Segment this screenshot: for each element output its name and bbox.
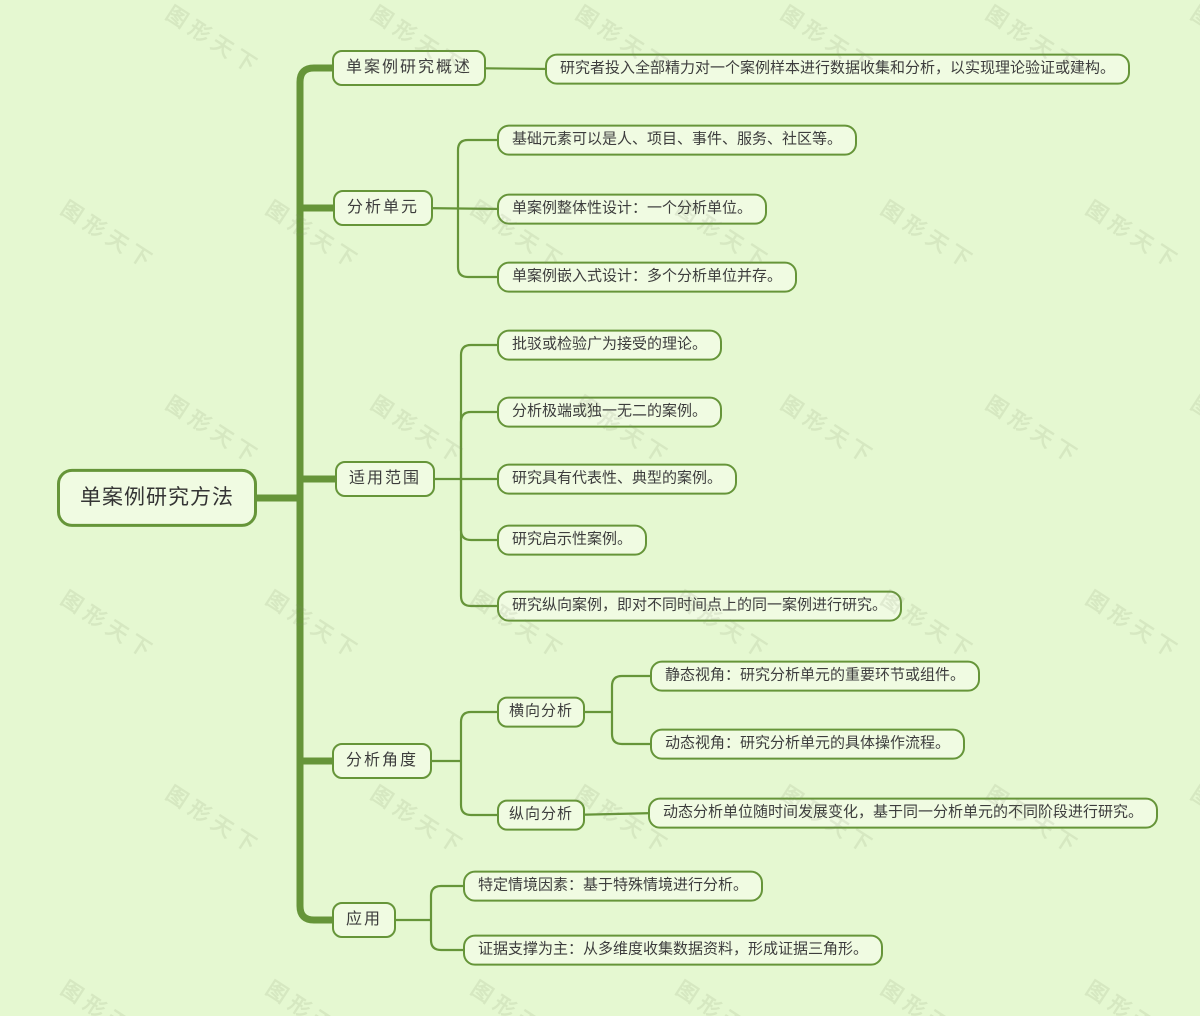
root-node[interactable]: 单案例研究方法	[57, 468, 257, 528]
leaf-node[interactable]: 单案例整体性设计：一个分析单位。	[497, 193, 768, 225]
leaf-node[interactable]: 单案例嵌入式设计：多个分析单位并存。	[497, 261, 798, 293]
leaf-node[interactable]: 研究具有代表性、典型的案例。	[497, 463, 738, 495]
leaf-node[interactable]: 研究者投入全部精力对一个案例样本进行数据收集和分析，以实现理论验证或建构。	[545, 53, 1131, 85]
branch-node-overview[interactable]: 单案例研究概述	[332, 50, 487, 86]
branch-node-application[interactable]: 应用	[332, 902, 397, 938]
leaf-node[interactable]: 研究纵向案例，即对不同时间点上的同一案例进行研究。	[497, 590, 903, 622]
leaf-node[interactable]: 研究启示性案例。	[497, 524, 648, 556]
branch-node-analysis-unit[interactable]: 分析单元	[333, 190, 434, 226]
branch-node-scope[interactable]: 适用范围	[335, 461, 436, 497]
leaf-node[interactable]: 批驳或检验广为接受的理论。	[497, 329, 723, 361]
leaf-node[interactable]: 证据支撑为主：从多维度收集数据资料，形成证据三角形。	[463, 934, 884, 966]
subbranch-node-horizontal-analysis[interactable]: 横向分析	[497, 696, 586, 728]
leaf-node[interactable]: 静态视角：研究分析单元的重要环节或组件。	[650, 660, 981, 692]
leaf-node[interactable]: 动态分析单位随时间发展变化，基于同一分析单元的不同阶段进行研究。	[648, 797, 1159, 829]
leaf-node[interactable]: 特定情境因素：基于特殊情境进行分析。	[463, 870, 764, 902]
subbranch-node-vertical-analysis[interactable]: 纵向分析	[497, 799, 586, 831]
branch-node-analysis-angle[interactable]: 分析角度	[332, 743, 433, 779]
leaf-node[interactable]: 基础元素可以是人、项目、事件、服务、社区等。	[497, 124, 858, 156]
leaf-node[interactable]: 动态视角：研究分析单元的具体操作流程。	[650, 728, 966, 760]
leaf-node[interactable]: 分析极端或独一无二的案例。	[497, 396, 723, 428]
trunk-connectors	[250, 64, 342, 924]
